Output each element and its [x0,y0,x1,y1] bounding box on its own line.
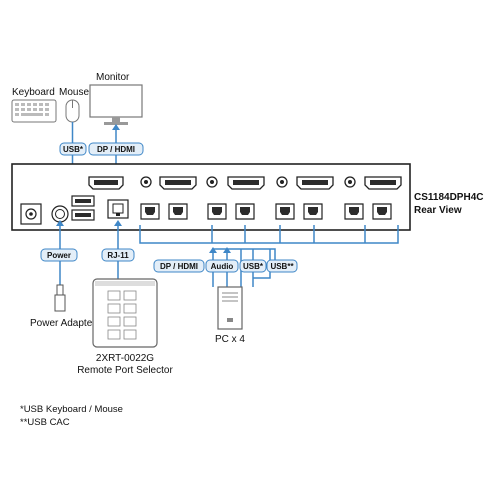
device-model: CS1184DPH4C [414,192,483,203]
audio-jack-2 [206,176,218,188]
mouse-icon [65,99,80,123]
svg-text:Audio: Audio [211,262,234,271]
monitor-label: Monitor [96,72,130,83]
pc-usb-ports-4 [344,203,392,220]
svg-text:USB**: USB** [270,262,294,271]
footnote-usb: *USB Keyboard / Mouse [20,404,123,415]
rj11-port [107,199,129,219]
svg-text:DP / HDMI: DP / HDMI [97,145,135,154]
selector-model-label: 2XRT-0022G [96,353,154,364]
pc-count-label: PC x 4 [215,334,245,345]
remote-port-selector-icon [92,278,158,348]
pc-audio-tag: Audio [205,259,239,273]
pc-dp-hdmi-tag: DP / HDMI [153,259,205,273]
device-view: Rear View [414,205,462,216]
console-display-port [88,176,124,190]
pc-display-port-3 [296,176,334,190]
monitor-icon [89,84,143,125]
pc-usb-cac-tag: USB** [266,259,298,273]
selector-name-label: Remote Port Selector [77,365,173,376]
power-adapter-icon [54,284,66,312]
pc-dp-arrow [209,247,217,253]
pc-usb-ports-3 [275,203,323,220]
pc-display-port-2 [227,176,265,190]
audio-jack-1 [140,176,152,188]
dp-hdmi-console-tag: DP / HDMI [88,142,144,156]
svg-text:USB*: USB* [63,145,84,154]
svg-text:DP / HDMI: DP / HDMI [160,262,198,271]
svg-text:USB*: USB* [243,262,264,271]
usb-console-tag: USB* [59,142,87,156]
mouse-label: Mouse [59,87,89,98]
audio-jack-4 [344,176,356,188]
footnote-cac: **USB CAC [20,417,70,428]
pc-usb-ports-1 [140,203,188,220]
keyboard-label: Keyboard [12,87,55,98]
kvm-switch-rear-panel [11,163,411,231]
pc-display-port-4 [364,176,402,190]
power-tag: Power [40,248,78,262]
ground-screw [51,205,69,223]
power-jack [20,203,42,225]
rj11-tag: RJ-11 [101,248,135,262]
pc-tower-icon [217,286,243,330]
pc-display-port-1 [159,176,197,190]
keyboard-icon [11,99,57,123]
pc-bus-lines [139,225,399,287]
power-adapter-label: Power Adapter [30,318,96,329]
svg-text:Power: Power [47,251,71,260]
pc-usb-ports-2 [207,203,255,220]
svg-text:RJ-11: RJ-11 [107,251,129,260]
pc-usb-tag: USB* [239,259,267,273]
console-usb-ports [71,195,95,221]
audio-jack-3 [276,176,288,188]
pc-audio-arrow [223,247,231,253]
